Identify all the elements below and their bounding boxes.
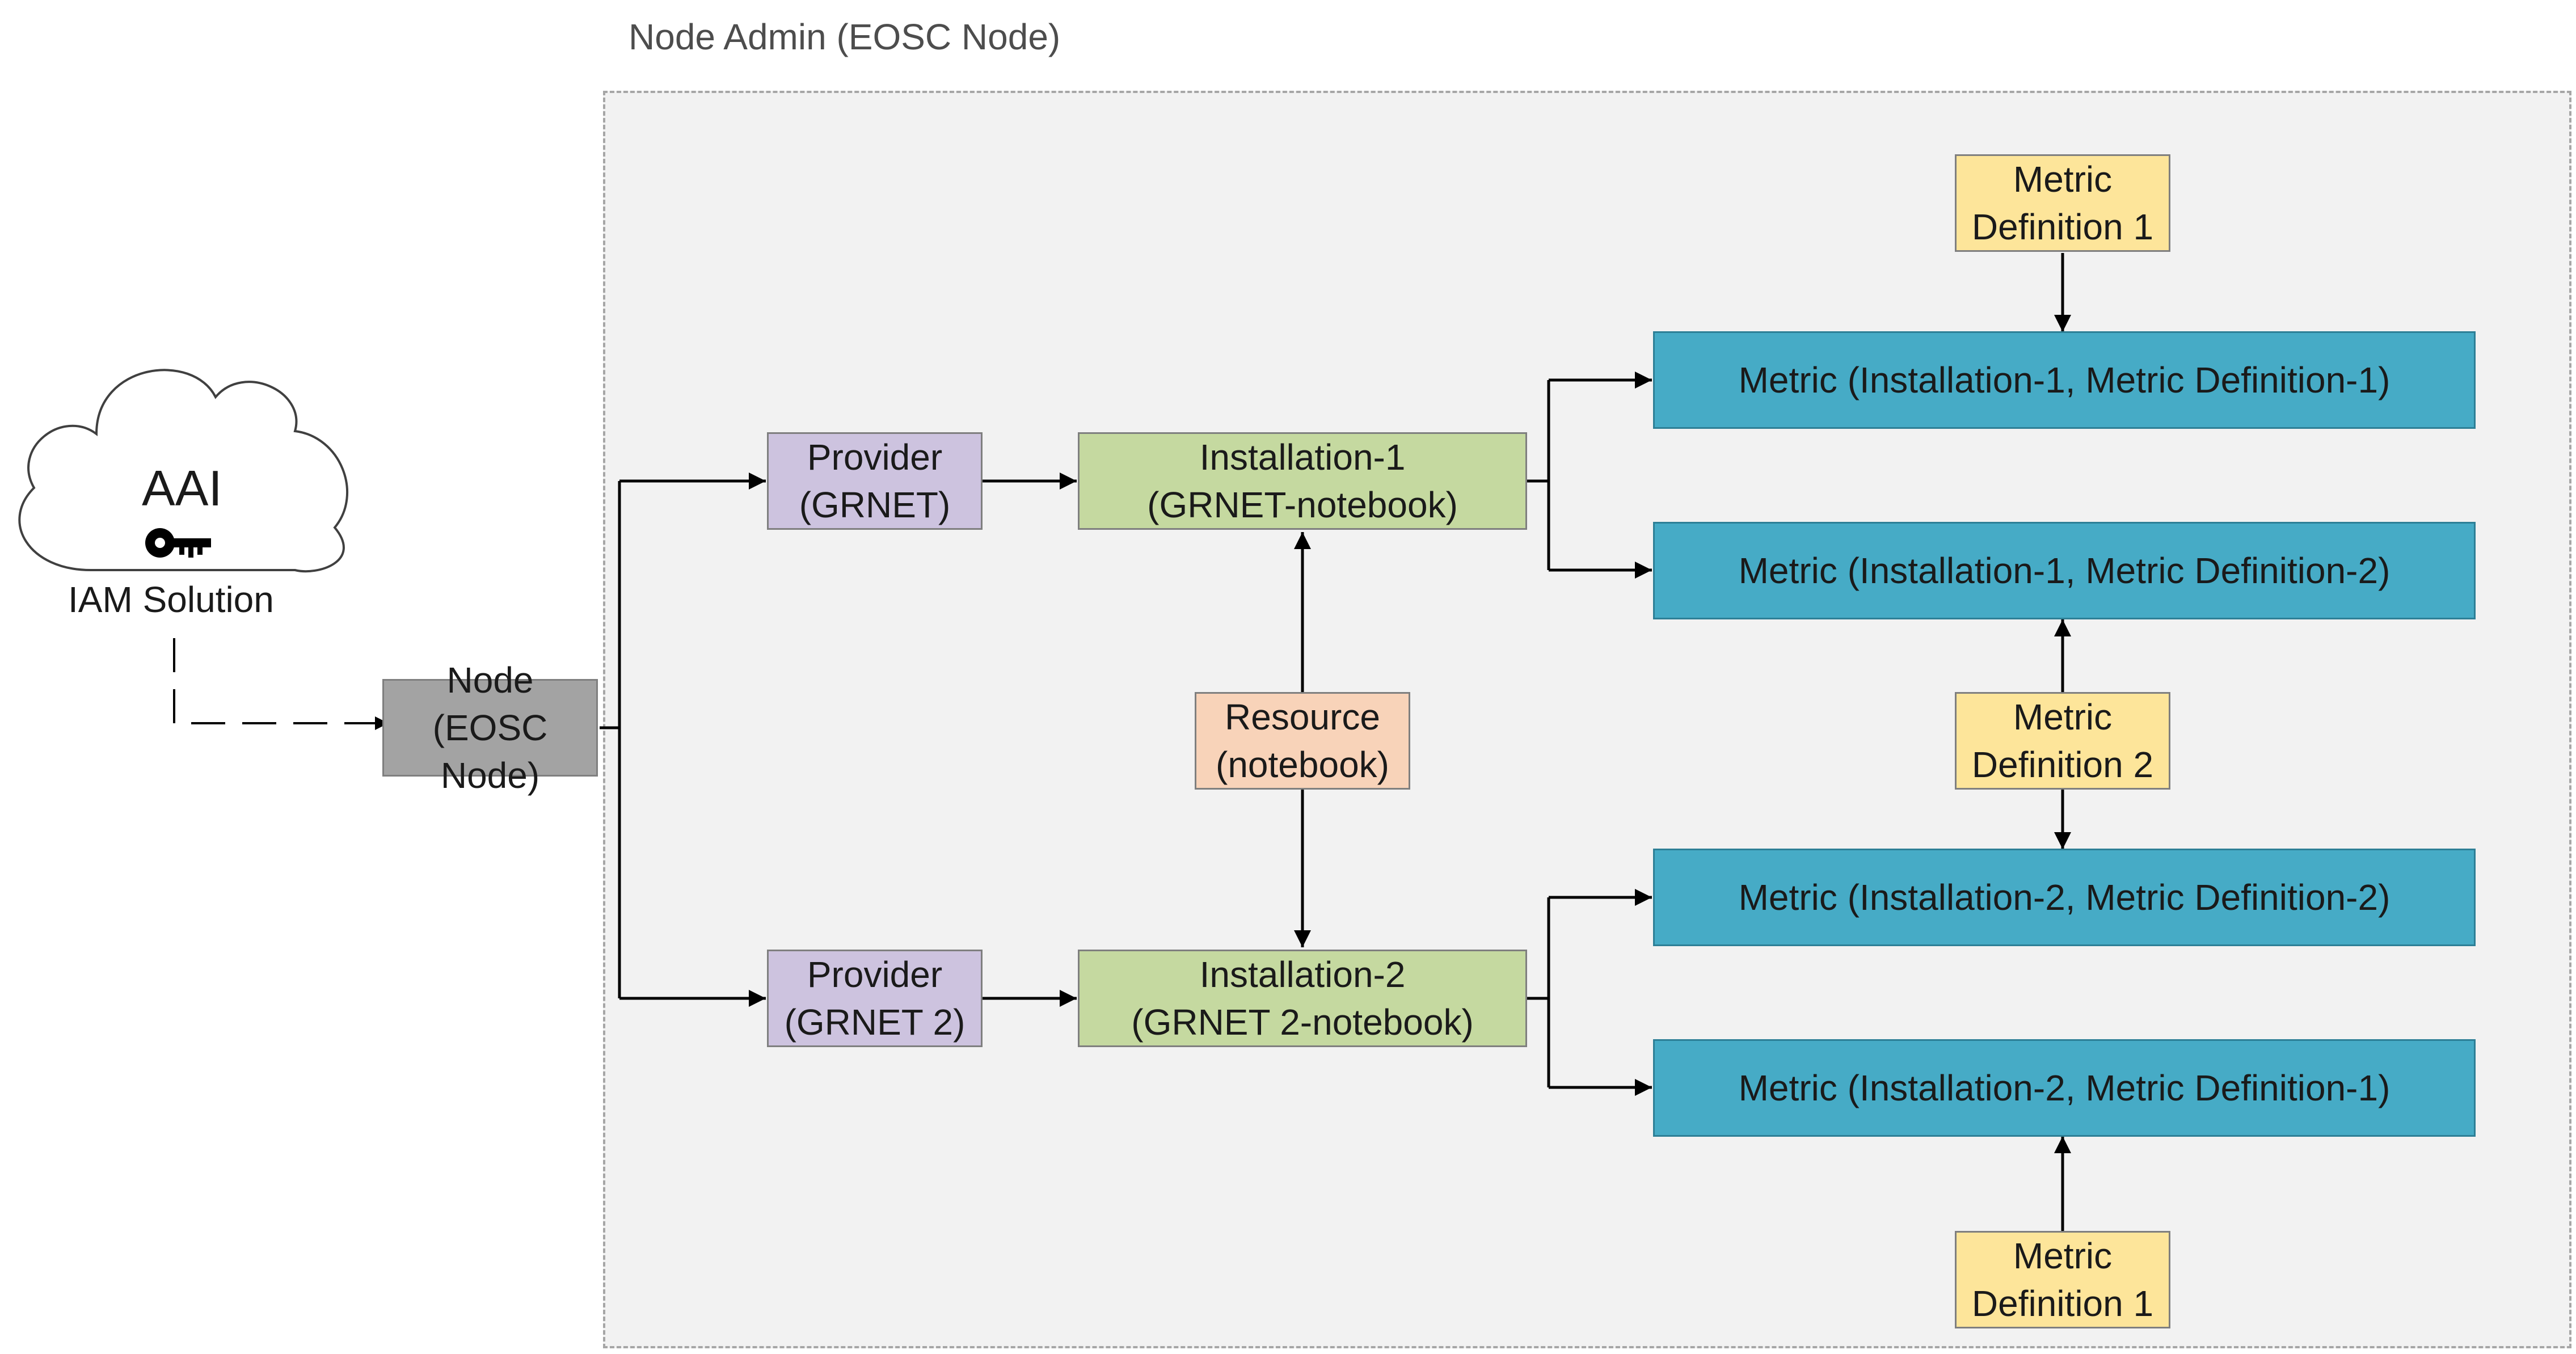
node-box: Node (EOSC Node) — [382, 660, 598, 796]
metric-definition-2-line1: Metric — [2013, 697, 2113, 737]
metric-1-label: Metric (Installation-1, Metric Definitio… — [1738, 360, 2391, 400]
connector-aai-node — [173, 638, 389, 730]
node-label-line1: Node — [446, 660, 534, 701]
metric-definition-box-3: Metric Definition 1 — [1955, 1231, 2170, 1328]
metric-definition-box-2: Metric Definition 2 — [1955, 692, 2170, 790]
installation-1-line2: (GRNET-notebook) — [1147, 484, 1458, 525]
metric-box-2: Metric (Installation-1, Metric Definitio… — [1653, 522, 2476, 619]
metric-definition-1-line1: Metric — [2013, 159, 2113, 200]
metric-box-4: Metric (Installation-2, Metric Definitio… — [1653, 1039, 2476, 1137]
resource-box: Resource (notebook) — [1195, 692, 1410, 790]
aai-caption: IAM Solution — [68, 579, 274, 620]
installation-2-line1: Installation-2 — [1199, 954, 1406, 995]
node-label-line2: (EOSC Node) — [432, 707, 548, 796]
installation-box-1: Installation-1 (GRNET-notebook) — [1078, 432, 1527, 530]
metric-2-label: Metric (Installation-1, Metric Definitio… — [1738, 550, 2391, 591]
container-title: Node Admin (EOSC Node) — [629, 16, 1061, 57]
resource-line2: (notebook) — [1216, 744, 1389, 785]
connector-installation-2-metrics — [1527, 897, 1550, 1087]
aai-cloud-shape — [18, 369, 349, 573]
metric-box-3: Metric (Installation-2, Metric Definitio… — [1653, 849, 2476, 946]
metric-4-label: Metric (Installation-2, Metric Definitio… — [1738, 1068, 2391, 1108]
provider-1-line2: (GRNET) — [799, 484, 951, 525]
resource-line1: Resource — [1225, 697, 1380, 737]
provider-2-line1: Provider — [807, 954, 943, 995]
key-icon — [145, 528, 211, 558]
metric-definition-2-line2: Definition 2 — [1971, 744, 2154, 785]
metric-definition-3-line1: Metric — [2013, 1235, 2113, 1276]
metric-definition-3-line2: Definition 1 — [1971, 1283, 2154, 1324]
metric-definition-1-line2: Definition 1 — [1971, 206, 2154, 247]
provider-2-line2: (GRNET 2) — [784, 1002, 966, 1043]
installation-box-2: Installation-2 (GRNET 2-notebook) — [1078, 950, 1527, 1047]
metric-definition-box-1: Metric Definition 1 — [1955, 154, 2170, 252]
node-admin-container — [603, 91, 2571, 1348]
metric-box-1: Metric (Installation-1, Metric Definitio… — [1653, 331, 2476, 429]
metric-3-label: Metric (Installation-2, Metric Definitio… — [1738, 877, 2391, 918]
installation-2-line2: (GRNET 2-notebook) — [1131, 1002, 1474, 1043]
provider-1-line1: Provider — [807, 437, 943, 478]
provider-box-2: Provider (GRNET 2) — [767, 950, 983, 1047]
aai-title: AAI — [142, 460, 222, 516]
connector-installation-1-metrics — [1527, 380, 1550, 570]
installation-1-line1: Installation-1 — [1199, 437, 1406, 478]
provider-box-1: Provider (GRNET) — [767, 432, 983, 530]
connector-node-split — [600, 481, 621, 998]
